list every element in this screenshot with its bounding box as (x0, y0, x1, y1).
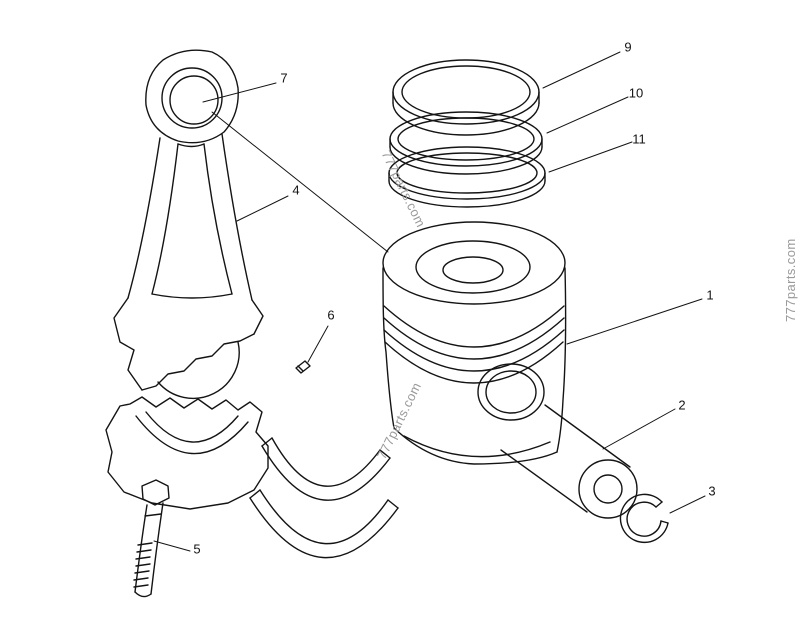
callout-intermediate-ring: 10 (628, 85, 644, 101)
top-compression-ring (392, 59, 540, 136)
piston-pin (500, 404, 638, 519)
callout-rod-eye: 7 (280, 70, 288, 86)
rod-cap (105, 396, 269, 510)
callout-dowel-pin: 6 (327, 307, 335, 323)
dowel-pin (295, 360, 311, 374)
snap-ring (619, 493, 669, 544)
callout-piston: 1 (706, 287, 714, 303)
piston-rings (388, 59, 546, 208)
callout-rod-bolt: 5 (193, 541, 201, 557)
watermark-right-edge: 777parts.com (783, 238, 798, 322)
leader-lines (153, 51, 706, 552)
callout-snap-ring: 3 (708, 483, 716, 499)
callout-connecting-rod: 4 (292, 182, 300, 198)
connecting-rod (113, 49, 264, 400)
piston (382, 221, 567, 465)
callout-top-ring: 9 (624, 39, 632, 55)
callout-oil-ring: 11 (632, 131, 646, 147)
intermediate-ring (389, 111, 543, 175)
callout-piston-pin: 2 (678, 397, 686, 413)
bearing-shells (249, 437, 399, 559)
oil-ring (388, 146, 546, 208)
rod-bolt (133, 479, 170, 598)
